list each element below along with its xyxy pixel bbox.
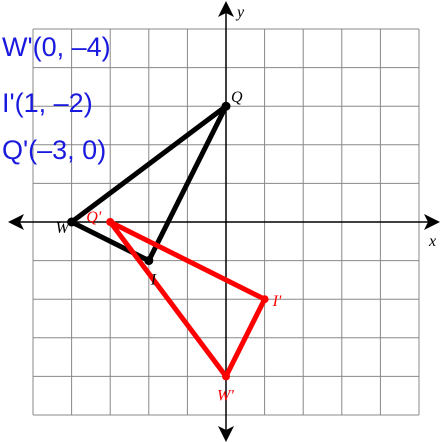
image-triangle <box>107 219 268 379</box>
vertex-label: Q <box>231 89 243 106</box>
vertex-point <box>260 295 269 304</box>
vertex-point <box>222 372 230 381</box>
y-axis-label: y <box>235 4 245 21</box>
vertex-label: I' <box>272 293 282 310</box>
vertex-label: W <box>56 220 71 237</box>
vertex-label: Q' <box>86 209 102 226</box>
vertex-markers <box>67 101 269 381</box>
i-prime-coordinate-label: I'(1, –2) <box>2 88 93 118</box>
vertex-point <box>221 101 231 111</box>
x-axis-left-arrow-icon <box>8 214 24 230</box>
y-axis-top-arrow-icon <box>218 1 234 17</box>
vertex-point <box>106 218 115 226</box>
y-axis-bottom-arrow-icon <box>218 426 234 442</box>
w-prime-coordinate-label: W'(0, –4) <box>2 32 111 62</box>
original-triangle <box>69 103 229 264</box>
vertex-label: I <box>150 272 157 289</box>
x-axis-right-arrow-icon <box>424 214 440 230</box>
axes: x y <box>8 1 440 442</box>
vertex-label: W' <box>217 387 234 404</box>
vertex-point <box>144 256 154 266</box>
x-axis-label: x <box>428 233 436 250</box>
q-prime-coordinate-label: Q'(–3, 0) <box>2 135 107 165</box>
vertex-point <box>67 217 77 227</box>
vertex-labels: W Q I Q' I' W' <box>56 89 282 404</box>
